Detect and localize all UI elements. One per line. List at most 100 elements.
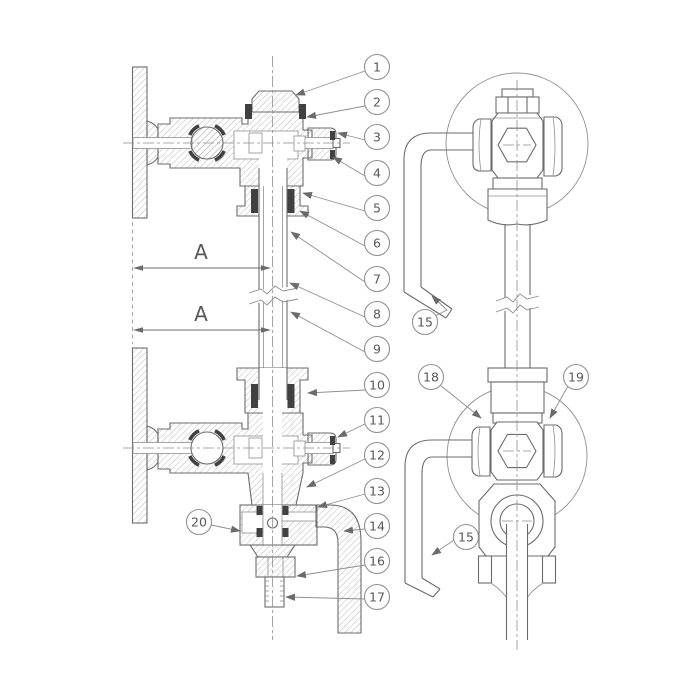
upper-valve-section xyxy=(131,66,341,219)
lower-outlet-channel xyxy=(263,400,282,510)
leader-10 xyxy=(307,388,366,397)
leader-1 xyxy=(295,70,366,96)
drain-seal-1 xyxy=(256,506,263,515)
lower-gland-follower xyxy=(293,440,306,457)
leader-7 xyxy=(290,231,366,283)
lower-packing-right xyxy=(287,384,295,408)
dimension-a-upper-label: A xyxy=(194,240,208,264)
dimension-a-lower-label: A xyxy=(194,302,208,326)
callout-14-label: 14 xyxy=(369,519,385,534)
external-lower-valve xyxy=(404,367,588,640)
drain-nipple xyxy=(264,576,285,608)
lower-packing-left xyxy=(251,384,258,408)
callout-15-lower-label: 15 xyxy=(458,530,474,545)
drain-tab-left xyxy=(477,555,493,584)
callout-20-label: 20 xyxy=(191,515,207,530)
upper-gland-seal-bottom xyxy=(330,150,335,159)
leader-15-upper xyxy=(431,295,448,317)
lower-flange xyxy=(131,347,148,524)
callout-17: 17 xyxy=(363,583,391,611)
leader-19 xyxy=(549,385,569,419)
drain-tab-right xyxy=(541,555,557,584)
dimension-a-upper: A xyxy=(133,240,271,271)
upper-handle xyxy=(403,132,474,319)
leader-8 xyxy=(289,282,366,318)
lower-gland-seal-bottom xyxy=(330,455,335,464)
leader-9 xyxy=(290,311,366,353)
callout-1-label: 1 xyxy=(373,60,381,75)
upper-connector xyxy=(492,177,543,190)
callout-18-label: 18 xyxy=(423,370,439,385)
callout-8-label: 8 xyxy=(373,307,381,322)
callout-11: 11 xyxy=(363,406,391,434)
leader-5 xyxy=(302,192,366,212)
leader-13 xyxy=(317,493,366,509)
callout-14: 14 xyxy=(363,512,391,540)
callout-16-label: 16 xyxy=(369,554,385,569)
upper-ball-seats xyxy=(188,124,226,162)
lower-union-external xyxy=(490,381,545,414)
leader-14 xyxy=(343,526,366,534)
callout-5: 5 xyxy=(363,194,391,222)
gauge-tube xyxy=(248,168,299,400)
leader-20 xyxy=(210,524,241,533)
callout-10-label: 10 xyxy=(369,378,385,393)
leader-lines xyxy=(210,70,569,601)
upper-right-gland-external xyxy=(543,116,563,177)
leader-17 xyxy=(285,593,366,601)
callout-18: 18 xyxy=(417,363,445,391)
callout-20: 20 xyxy=(185,508,213,536)
callout-5-label: 5 xyxy=(373,201,381,216)
callout-balloons: 1 2 3 4 5 6 7 8 9 10 11 12 13 14 16 17 2… xyxy=(185,53,590,611)
upper-cap-nut xyxy=(495,96,540,114)
callout-15-upper-label: 15 xyxy=(417,315,433,330)
callout-10: 10 xyxy=(363,371,391,399)
callout-4: 4 xyxy=(363,159,391,187)
upper-packing-right xyxy=(287,189,295,213)
callout-6-label: 6 xyxy=(373,236,381,251)
leader-3 xyxy=(337,131,366,141)
upper-stem-top xyxy=(501,88,534,98)
callout-3: 3 xyxy=(363,123,391,151)
upper-packing-left xyxy=(251,189,258,213)
upper-bonnet xyxy=(251,90,300,113)
lower-valve-section xyxy=(131,347,341,524)
upper-left-gland-external xyxy=(472,118,492,172)
leader-12 xyxy=(306,458,366,488)
lower-union-flange xyxy=(487,367,548,383)
callout-7-label: 7 xyxy=(373,272,381,287)
callout-19-label: 19 xyxy=(568,370,584,385)
tube-break-mark-top xyxy=(248,285,299,295)
leader-6 xyxy=(299,210,366,247)
callout-16: 16 xyxy=(363,547,391,575)
callout-17-label: 17 xyxy=(369,590,385,605)
upper-gland-seal-top xyxy=(330,131,335,140)
callout-11-label: 11 xyxy=(369,413,385,428)
centerlines xyxy=(123,56,532,650)
upper-union-external xyxy=(487,188,548,226)
callout-13: 13 xyxy=(363,477,391,505)
callout-3-label: 3 xyxy=(373,130,381,145)
callout-13-label: 13 xyxy=(369,484,385,499)
callout-7: 7 xyxy=(363,265,391,293)
callout-9-label: 9 xyxy=(373,342,381,357)
callout-2: 2 xyxy=(363,88,391,116)
section-view: A A xyxy=(131,66,362,634)
callout-9: 9 xyxy=(363,335,391,363)
callout-1: 1 xyxy=(363,53,391,81)
lower-right-gland-external xyxy=(543,424,563,478)
drain-seal-2 xyxy=(282,506,289,515)
callout-2-label: 2 xyxy=(373,95,381,110)
leader-4 xyxy=(332,156,366,177)
drain-nipple-threads xyxy=(265,580,284,602)
callout-8: 8 xyxy=(363,300,391,328)
lower-ball-seats xyxy=(188,429,226,467)
lower-handle xyxy=(404,439,475,598)
callout-12-label: 12 xyxy=(369,448,385,463)
drain-hex-nut xyxy=(255,556,296,578)
leader-15-lower xyxy=(431,539,455,556)
callout-4-label: 4 xyxy=(373,166,381,181)
tube-break-mark-bottom xyxy=(248,296,299,306)
